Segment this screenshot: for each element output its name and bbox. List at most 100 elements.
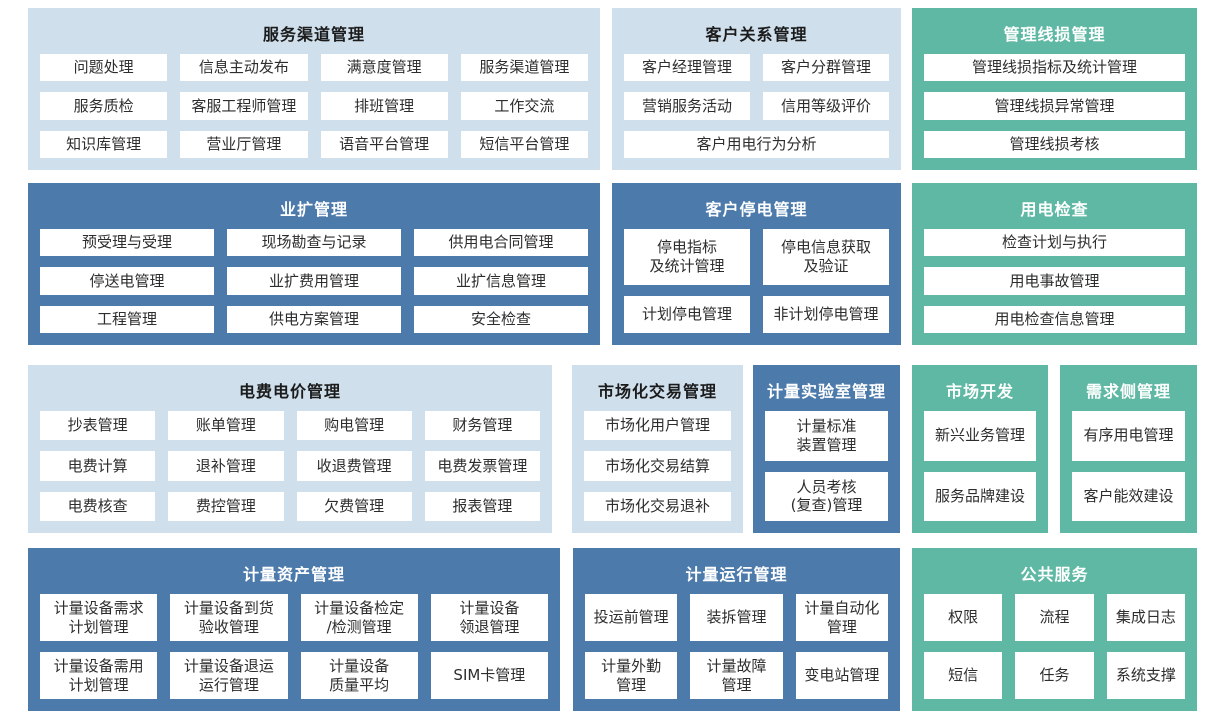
module-box: 服务质检 [40,92,168,120]
module-box: 变电站管理 [795,652,888,699]
panel-service-channel-title: 服务渠道管理 [262,25,365,44]
module-box: 计量设备退运 运行管理 [170,652,288,699]
module-box: 管理线损异常管理 [924,92,1185,120]
module-box: 费控管理 [168,491,284,521]
module-box: 工程管理 [40,305,214,333]
module-box: 计量设备检定 /检测管理 [300,594,418,641]
module-box: 工作交流 [460,92,588,120]
module-box: 客户分群管理 [763,54,889,82]
module-box: 投运前管理 [585,594,678,641]
panel-billing-price: 电费电价管理 抄表管理 账单管理 购电管理 财务管理 电费计算 退补管理 收退费… [28,365,552,533]
module-box: 计划停电管理 [624,295,750,333]
module-box: 客户能效建设 [1072,471,1185,521]
module-box: 电费发票管理 [424,451,540,481]
module-box: 新兴业务管理 [924,411,1036,461]
panel-billing-price-grid: 抄表管理 账单管理 购电管理 财务管理 电费计算 退补管理 收退费管理 电费发票… [40,411,540,521]
module-box: 预受理与受理 [40,229,214,257]
module-box: 检查计划与执行 [924,229,1185,257]
module-box: 系统支撑 [1106,652,1185,699]
module-box: 市场化交易退补 [584,491,731,521]
module-box: 装拆管理 [690,594,783,641]
panel-public-service-grid: 权限 流程 集成日志 短信 任务 系统支撑 [924,594,1185,699]
module-box: 管理线损考核 [924,130,1185,158]
panel-metering-asset-title: 计量资产管理 [242,565,345,584]
module-box: 计量故障 管理 [690,652,783,699]
module-box: 财务管理 [424,411,540,441]
module-box: 欠费管理 [296,491,412,521]
module-box: 报表管理 [424,491,540,521]
panel-metering-lab-title: 计量实验室管理 [766,382,886,401]
module-box: 安全检查 [414,305,588,333]
panel-metering-asset: 计量资产管理 计量设备需求 计划管理 计量设备到货 验收管理 计量设备检定 /检… [28,548,560,711]
module-box: 计量设备到货 验收管理 [170,594,288,641]
module-box: 服务渠道管理 [460,54,588,82]
module-box: 短信平台管理 [460,130,588,158]
panel-line-loss-grid: 管理线损指标及统计管理 管理线损异常管理 管理线损考核 [924,54,1185,158]
module-box: 用电事故管理 [924,267,1185,295]
panel-line-loss: 管理线损管理 管理线损指标及统计管理 管理线损异常管理 管理线损考核 [912,8,1197,170]
module-box: 计量标准 装置管理 [765,411,888,461]
module-box: 停电指标 及统计管理 [624,229,750,285]
module-box: 人员考核 (复查)管理 [765,471,888,521]
panel-metering-lab: 计量实验室管理 计量标准 装置管理 人员考核 (复查)管理 [753,365,900,533]
module-box: 退补管理 [168,451,284,481]
module-box: 信用等级评价 [763,92,889,120]
panel-metering-operation: 计量运行管理 投运前管理 装拆管理 计量自动化 管理 计量外勤 管理 计量故障 … [573,548,900,711]
module-box: 流程 [1015,594,1094,641]
module-box: 有序用电管理 [1072,411,1185,461]
module-box: 短信 [924,652,1003,699]
module-box: 计量设备 质量平均 [300,652,418,699]
panel-demand-side-grid: 有序用电管理 客户能效建设 [1072,411,1185,521]
panel-metering-asset-grid: 计量设备需求 计划管理 计量设备到货 验收管理 计量设备检定 /检测管理 计量设… [40,594,548,699]
module-box: 权限 [924,594,1003,641]
panel-market-dev: 市场开发 新兴业务管理 服务品牌建设 [912,365,1048,533]
panel-public-service-title: 公共服务 [1020,565,1089,584]
module-box: 供电方案管理 [227,305,401,333]
module-box: 供用电合同管理 [414,229,588,257]
module-box: 抄表管理 [40,411,156,441]
panel-public-service: 公共服务 权限 流程 集成日志 短信 任务 系统支撑 [912,548,1197,711]
module-box: 电费计算 [40,451,156,481]
module-box: 非计划停电管理 [763,295,889,333]
module-box: 现场勘查与记录 [227,229,401,257]
module-box: 用电检查信息管理 [924,305,1185,333]
module-box: 任务 [1015,652,1094,699]
panel-market-dev-grid: 新兴业务管理 服务品牌建设 [924,411,1036,521]
module-box: SIM卡管理 [430,652,548,699]
panel-market-trade-grid: 市场化用户管理 市场化交易结算 市场化交易退补 [584,411,731,521]
panel-market-dev-title: 市场开发 [945,382,1014,401]
module-box: 计量自动化 管理 [795,594,888,641]
module-box: 业扩信息管理 [414,267,588,295]
module-box: 停电信息获取 及验证 [763,229,889,285]
module-box: 营销服务活动 [624,92,750,120]
module-box: 客服工程师管理 [180,92,308,120]
panel-customer-outage-grid: 停电指标 及统计管理 停电信息获取 及验证 计划停电管理 非计划停电管理 [624,229,889,333]
panel-power-inspection-title: 用电检查 [1020,200,1089,219]
module-box: 账单管理 [168,411,284,441]
module-box: 计量外勤 管理 [585,652,678,699]
module-box: 计量设备需用 计划管理 [40,652,158,699]
module-box: 收退费管理 [296,451,412,481]
module-box: 计量设备需求 计划管理 [40,594,158,641]
panel-service-channel-grid: 问题处理 信息主动发布 满意度管理 服务渠道管理 服务质检 客服工程师管理 排班… [40,54,588,158]
module-box: 市场化交易结算 [584,451,731,481]
panel-metering-operation-grid: 投运前管理 装拆管理 计量自动化 管理 计量外勤 管理 计量故障 管理 变电站管… [585,594,888,699]
module-box: 电费核查 [40,491,156,521]
module-box: 满意度管理 [320,54,448,82]
panel-business-expansion-grid: 预受理与受理 现场勘查与记录 供用电合同管理 停送电管理 业扩费用管理 业扩信息… [40,229,588,333]
module-box: 客户经理管理 [624,54,750,82]
panel-market-trade: 市场化交易管理 市场化用户管理 市场化交易结算 市场化交易退补 [572,365,743,533]
module-box: 集成日志 [1106,594,1185,641]
module-box: 业扩费用管理 [227,267,401,295]
panel-customer-outage: 客户停电管理 停电指标 及统计管理 停电信息获取 及验证 计划停电管理 非计划停… [612,183,901,345]
panel-power-inspection: 用电检查 检查计划与执行 用电事故管理 用电检查信息管理 [912,183,1197,345]
panel-power-inspection-grid: 检查计划与执行 用电事故管理 用电检查信息管理 [924,229,1185,333]
panel-market-trade-title: 市场化交易管理 [597,382,717,401]
panel-line-loss-title: 管理线损管理 [1003,25,1106,44]
module-box: 排班管理 [320,92,448,120]
module-box: 知识库管理 [40,130,168,158]
panel-customer-relation-grid: 客户经理管理 客户分群管理 营销服务活动 信用等级评价 客户用电行为分析 [624,54,889,158]
module-box: 客户用电行为分析 [624,130,889,158]
panel-billing-price-title: 电费电价管理 [238,382,341,401]
